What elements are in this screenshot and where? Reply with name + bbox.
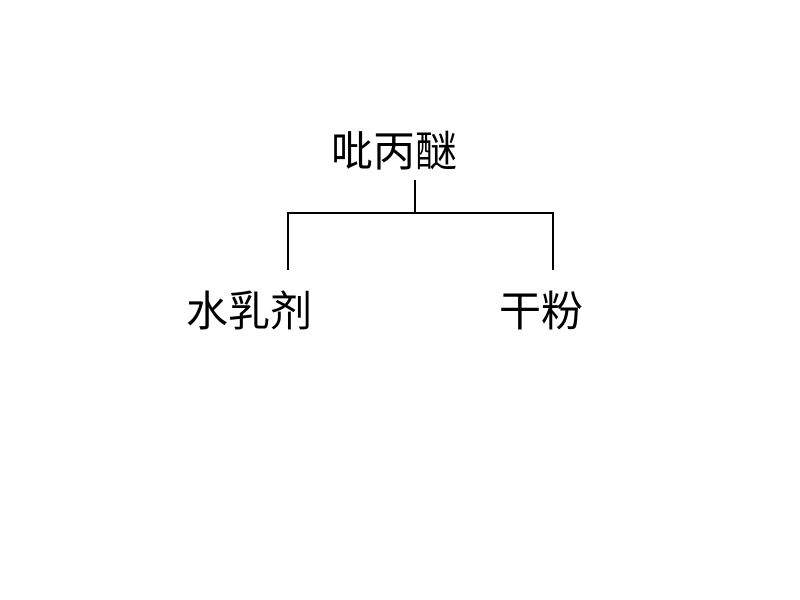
connector-right-drop: [552, 212, 554, 270]
child-node-emulsion: 水乳剂: [186, 287, 313, 336]
root-node: 吡丙醚: [331, 127, 458, 176]
connector-root-stem: [414, 180, 416, 214]
child-node-powder: 干粉: [499, 287, 584, 336]
connector-horizontal: [287, 212, 554, 214]
connector-left-drop: [287, 212, 289, 270]
